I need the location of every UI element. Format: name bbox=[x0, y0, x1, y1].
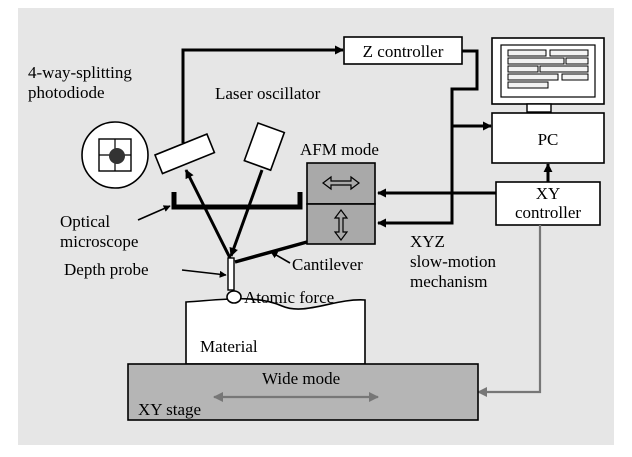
photodiode-label-line2: photodiode bbox=[28, 83, 105, 102]
z-controller-box bbox=[343, 36, 463, 65]
xy-stage-label: XY stage bbox=[138, 400, 201, 419]
laser-beam-incident bbox=[229, 169, 264, 257]
depth-probe-label: Depth probe bbox=[64, 260, 149, 279]
material-label: Material bbox=[200, 337, 258, 356]
depth-probe-icon bbox=[227, 257, 235, 291]
pc-box bbox=[491, 112, 605, 164]
cantilever-pointer bbox=[270, 251, 291, 264]
z-controller-label: Z controller bbox=[363, 42, 444, 61]
atomic-force-spot-icon bbox=[226, 290, 242, 304]
optical-microscope-label-line2: microscope bbox=[60, 232, 138, 251]
signal-wire-photodiode-to-z bbox=[181, 45, 344, 143]
afm-mode-label: AFM mode bbox=[300, 140, 379, 159]
depth-probe-pointer bbox=[181, 269, 227, 278]
xyz-mechanism-label-line3: mechanism bbox=[410, 272, 487, 291]
optical-microscope-label-line1: Optical bbox=[60, 212, 110, 231]
optical-microscope-bracket bbox=[171, 192, 303, 210]
signal-wire-xy-to-stage bbox=[477, 225, 542, 397]
photodiode-label-line1: 4-way-splitting bbox=[28, 63, 132, 82]
photodetector-sensor-icon bbox=[153, 132, 216, 175]
wide-mode-label: Wide mode bbox=[262, 369, 340, 388]
xy-controller-label-line2: controller bbox=[515, 203, 581, 222]
xyz-mechanism-label-line2: slow-motion bbox=[410, 252, 496, 271]
cantilever-label: Cantilever bbox=[292, 255, 363, 274]
signal-wire-z-to-xyz bbox=[377, 49, 479, 228]
optical-microscope-pointer bbox=[137, 205, 171, 221]
xy-controller-label-line1: XY bbox=[536, 184, 561, 203]
laser-oscillator-label: Laser oscillator bbox=[215, 84, 321, 103]
photodiode-icon bbox=[81, 121, 149, 189]
laser-oscillator-icon bbox=[243, 121, 286, 172]
computer-monitor-icon bbox=[491, 37, 605, 113]
xyz-mechanism-label-line1: XYZ bbox=[410, 232, 445, 251]
pc-label: PC bbox=[538, 130, 559, 149]
afm-piezo-block bbox=[306, 162, 376, 245]
material-sample bbox=[185, 297, 366, 365]
atomic-force-label: Atomic force bbox=[244, 288, 334, 307]
laser-beam-reflected bbox=[184, 169, 232, 259]
